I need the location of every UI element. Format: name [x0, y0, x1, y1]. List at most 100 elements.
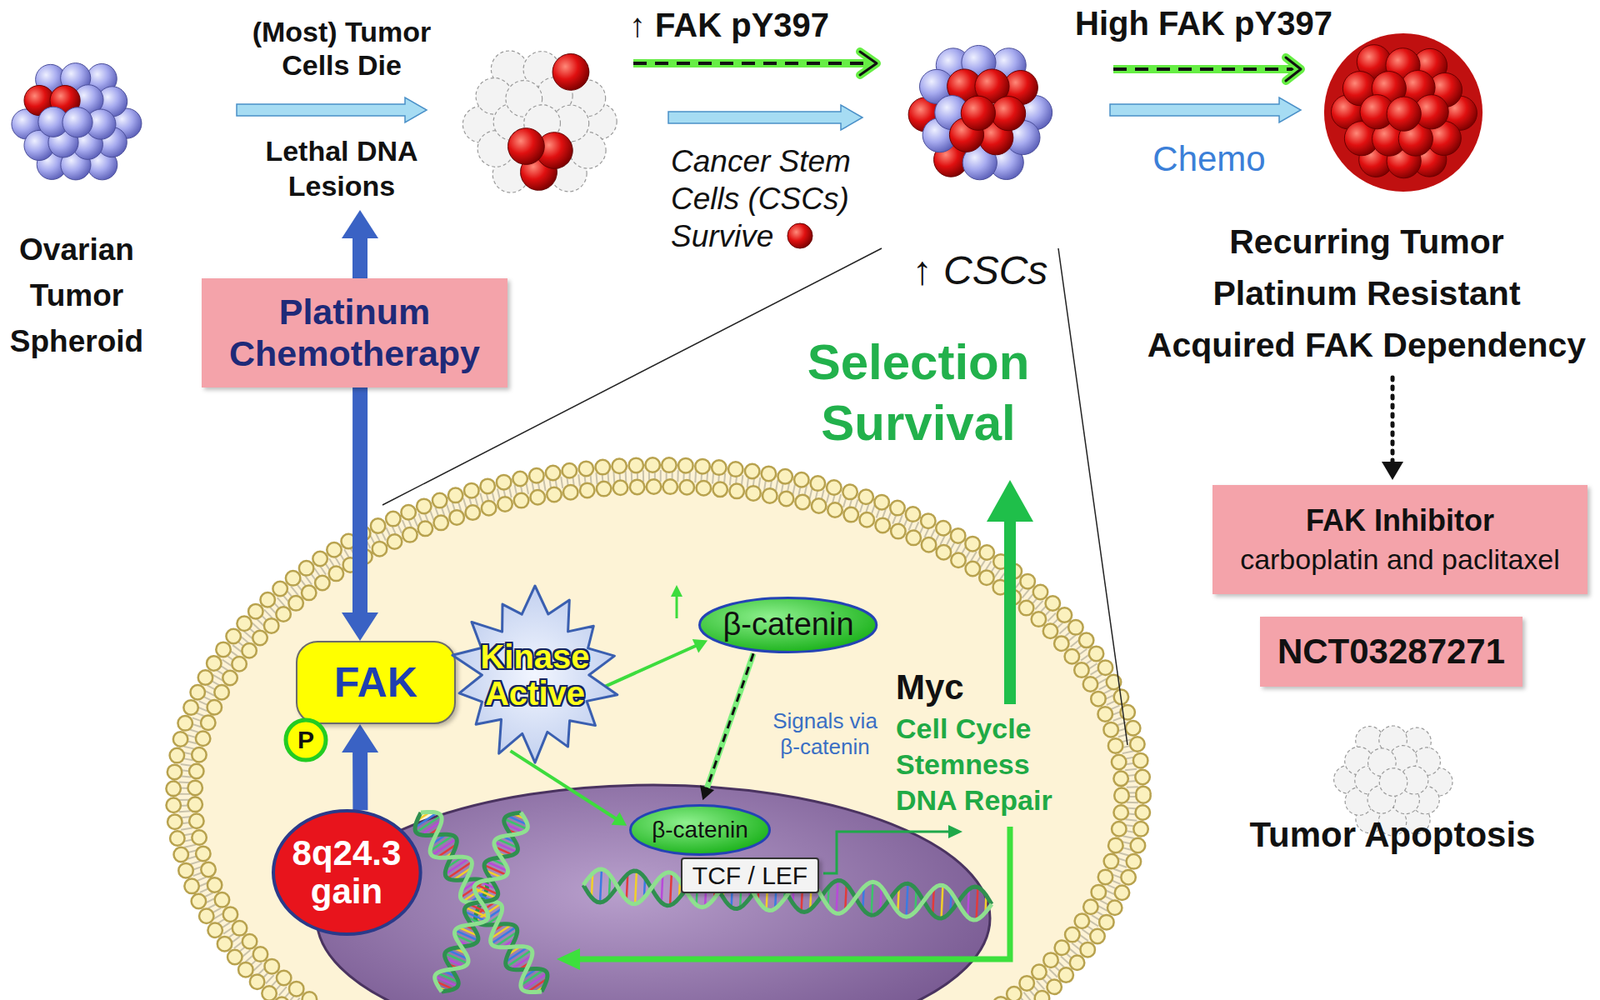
- fak-arrow-glow: [633, 59, 872, 68]
- membrane-inner: [195, 486, 1122, 1000]
- connector: [341, 724, 379, 810]
- node-text: Tumor Apoptosis: [1250, 814, 1536, 856]
- phospho-outline: [285, 720, 326, 760]
- platinum-arrow: [352, 236, 368, 279]
- node-text: Platinum Resistant: [1116, 267, 1600, 320]
- dashed-arrow: [1113, 67, 1298, 71]
- gene-label: Myc: [895, 666, 965, 709]
- block-arrow: [1110, 97, 1301, 123]
- membrane-outer: [173, 465, 1144, 1000]
- connector: [603, 639, 708, 688]
- increase-arrow: [675, 595, 679, 619]
- node-text: P: [297, 727, 315, 753]
- dna-base-pair: [661, 875, 664, 903]
- spheroid-cells: [908, 45, 1053, 180]
- step-label: Cancer Stem Cells (CSCs) Survive: [670, 142, 865, 255]
- fak-arrow-head: [860, 51, 877, 75]
- arrow-head: [692, 639, 708, 653]
- phospho-label: ↑ FAK pY397: [629, 5, 830, 45]
- step-label: Lethal DNA Lesions: [250, 133, 434, 204]
- fak-arrow: [633, 61, 872, 65]
- transcription-arrow: [823, 831, 950, 874]
- tumor-cell-red: [1386, 96, 1421, 131]
- arrow-head: [1381, 461, 1404, 480]
- spheroid-glow: [1324, 33, 1483, 192]
- increase-arrow-head: [670, 585, 683, 597]
- node-text: NCT03287271: [1277, 630, 1505, 673]
- cytoplasm: [173, 465, 1144, 1000]
- dna-strand: [420, 811, 542, 992]
- trial-id-box: NCT03287271: [1260, 616, 1523, 687]
- dna-base-pair: [836, 880, 839, 914]
- step-arrow: [236, 97, 427, 123]
- phospho-circle: P: [283, 717, 329, 763]
- node-label: Kinase Active: [468, 638, 602, 712]
- tumor-spheroid: Recurring TumorPlatinum ResistantAcquire…: [1321, 30, 1485, 371]
- protein-ellipse-outline: [630, 805, 770, 855]
- signal-arrow: [603, 645, 699, 688]
- dna-base-pair: [906, 883, 909, 917]
- edge-label: Chemo: [1125, 138, 1293, 180]
- dna-base-pair: [967, 889, 970, 917]
- signal-arrow: [510, 750, 619, 820]
- node-label: FAK: [334, 660, 418, 706]
- step-arrow: [668, 105, 863, 130]
- node-text: β-catenin: [722, 606, 854, 644]
- feedback-arrow: [578, 826, 1010, 960]
- selection-arrow-head: [986, 480, 1034, 522]
- spheroid-figure: [898, 30, 1062, 195]
- protein-ellipse: β-catenin: [629, 804, 771, 856]
- node-text: carboplatin and paclitaxel: [1240, 540, 1560, 578]
- connector: [1381, 377, 1404, 480]
- arrow-head: [611, 812, 627, 826]
- dashed-arrow: [705, 653, 754, 791]
- kinase-starburst: Kinase Active: [447, 583, 623, 767]
- step-label: (Most) Tumor Cells Die: [241, 15, 442, 82]
- function-label: Cell Cycle Stemness DNA Repair: [895, 710, 1067, 819]
- zoom-line: [1058, 248, 1128, 745]
- membrane-outer: [173, 465, 1144, 1000]
- node-label: P: [297, 727, 315, 753]
- node-text: β-catenin: [651, 817, 749, 844]
- apoptotic-spheroid: Tumor Apoptosis: [1325, 714, 1460, 848]
- node-label: FAK Inhibitorcarboplatin and paclitaxel: [1240, 501, 1560, 578]
- treatment-box: FAK Inhibitorcarboplatin and paclitaxel: [1212, 485, 1588, 595]
- dna-base-pair: [976, 887, 979, 920]
- node-label: Ovarian Tumor Spheroid: [0, 226, 169, 365]
- edge-label: Signals via β-catenin: [762, 708, 888, 760]
- node-text: ↑ CSCs: [871, 247, 1089, 295]
- dna-base-pair: [871, 881, 874, 915]
- dna-base-pair: [670, 872, 672, 905]
- chromosome-gain: 8q24.3 gain: [271, 809, 423, 936]
- block-arrow: [341, 387, 379, 641]
- node-text: Ovarian Tumor Spheroid: [0, 226, 169, 365]
- spheroid-cells: [1324, 33, 1483, 192]
- dotted-arrow: [1390, 377, 1395, 465]
- tumor-cell-red: [552, 54, 590, 91]
- node-text: TCF / LEF: [692, 861, 808, 890]
- arrow-head: [700, 785, 715, 800]
- block-arrow: [341, 724, 379, 810]
- outcome-label: Selection Survival: [793, 331, 1044, 454]
- connector: [341, 387, 379, 641]
- node-text: Recurring Tumor: [1116, 215, 1600, 268]
- node-text: Kinase Active: [468, 638, 602, 712]
- starburst-outline: [452, 585, 618, 763]
- chromosome-gain-outline: [273, 810, 421, 935]
- node-text: FAK Inhibitor: [1240, 501, 1560, 541]
- dna-base-pair: [635, 870, 637, 905]
- node-text: FAK: [334, 660, 418, 706]
- node-label: β-catenin: [722, 606, 854, 644]
- node-label: Recurring TumorPlatinum ResistantAcquire…: [1116, 215, 1600, 371]
- tumor-cell-red: [960, 95, 995, 130]
- node-text: Platinum Chemotherapy: [213, 291, 497, 375]
- node-text: 8q24.3 gain: [284, 834, 410, 911]
- spheroid-figure: [1321, 30, 1485, 195]
- node-label: Platinum Chemotherapy: [213, 291, 497, 375]
- edge-label: High FAK pY397: [1075, 3, 1333, 44]
- arrow-head: [1285, 57, 1301, 81]
- arrow-glow: [705, 653, 754, 791]
- tumor-spheroid: ↑ CSCs: [898, 30, 1062, 295]
- node-label: Tumor Apoptosis: [1250, 814, 1536, 856]
